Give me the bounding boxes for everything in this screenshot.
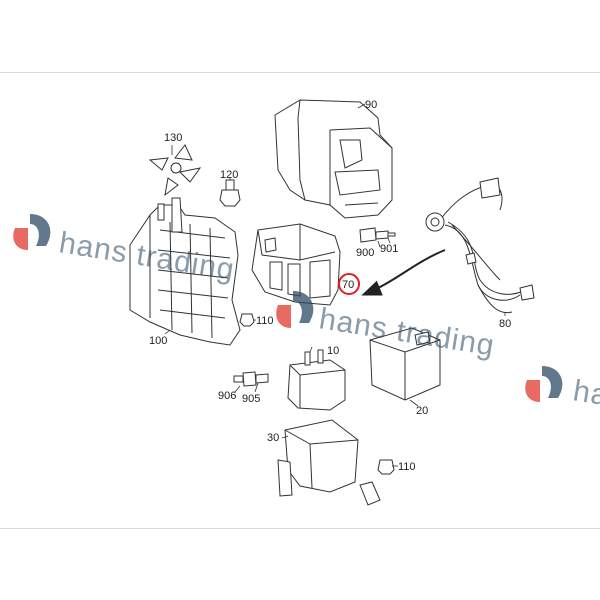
callout-110-upper: 110 [256,315,274,327]
part-900-connector [359,227,396,243]
part-20-battery [369,327,441,401]
callout-20: 20 [416,405,428,417]
watermark-logo-right [525,366,563,402]
callout-900: 900 [356,247,374,259]
callout-70: 70 [342,279,354,291]
part-10-small-relay [287,349,346,411]
highlight-circle-70 [338,273,360,295]
part-100-housing [129,197,241,346]
leader-lines [164,103,506,467]
bottom-frame-line [0,528,600,529]
callout-10: 10 [327,345,339,357]
part-120-nut [219,179,241,207]
callout-905: 905 [242,393,260,405]
callout-30: 30 [267,432,279,444]
part-80-wiring-harness [425,177,535,314]
top-frame-line [0,72,600,73]
watermark-logo-middle [276,291,314,328]
callout-80: 80 [499,318,511,330]
callout-901: 901 [380,243,398,255]
part-110-screw-lower [377,459,395,475]
watermark-logo-left [13,214,51,250]
part-90-cover [274,99,393,219]
callout-130: 130 [164,132,182,144]
callout-120: 120 [220,169,238,181]
callout-906: 906 [218,390,236,402]
callout-100: 100 [149,335,167,347]
part-110-screw-upper [239,313,255,327]
part-30-tray [277,419,381,506]
part-70-relay-module [251,223,341,306]
watermark-text-right: hans trading [571,374,600,434]
part-130-fan [148,144,202,197]
part-905-connector [233,371,269,387]
relation-arrow [361,249,446,296]
callout-110-lower: 110 [398,461,416,473]
callout-90: 90 [365,99,377,111]
